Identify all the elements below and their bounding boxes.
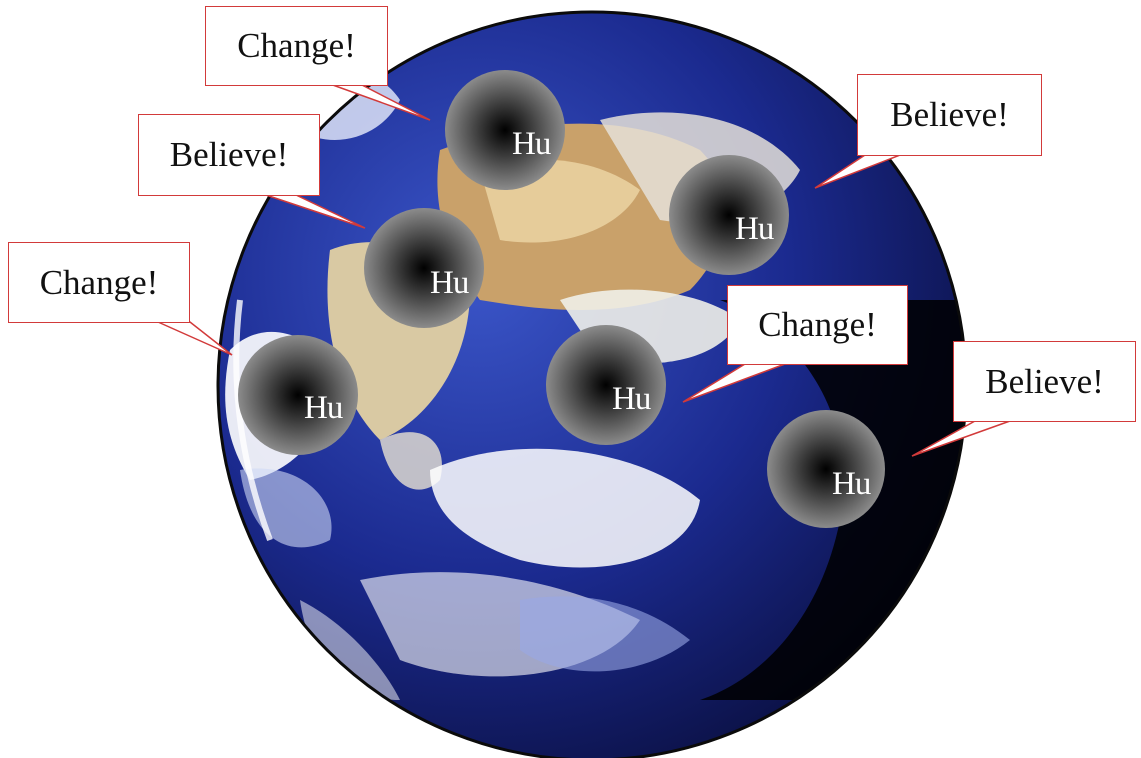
hu-label-6: Hu	[832, 466, 871, 502]
speech-bubble-change-3: Change!	[727, 285, 908, 365]
speech-bubble-change-1: Change!	[205, 6, 388, 86]
hu-ball-2	[364, 208, 484, 328]
hu-ball-1	[445, 70, 565, 190]
hu-label-1: Hu	[512, 126, 551, 162]
hu-ball-3	[238, 335, 358, 455]
hu-label-5: Hu	[612, 381, 651, 417]
speech-bubble-believe-3: Believe!	[953, 341, 1136, 422]
hu-label-3: Hu	[304, 390, 343, 426]
speech-bubble-believe-2: Believe!	[857, 74, 1042, 156]
speech-bubble-tails	[157, 83, 1011, 457]
hu-ball-4	[669, 155, 789, 275]
hu-label-2: Hu	[430, 265, 469, 301]
hu-ball-5	[546, 325, 666, 445]
hu-label-4: Hu	[735, 211, 774, 247]
speech-bubble-change-2: Change!	[8, 242, 190, 323]
hu-ball-6	[767, 410, 885, 528]
speech-bubble-believe-1: Believe!	[138, 114, 320, 196]
